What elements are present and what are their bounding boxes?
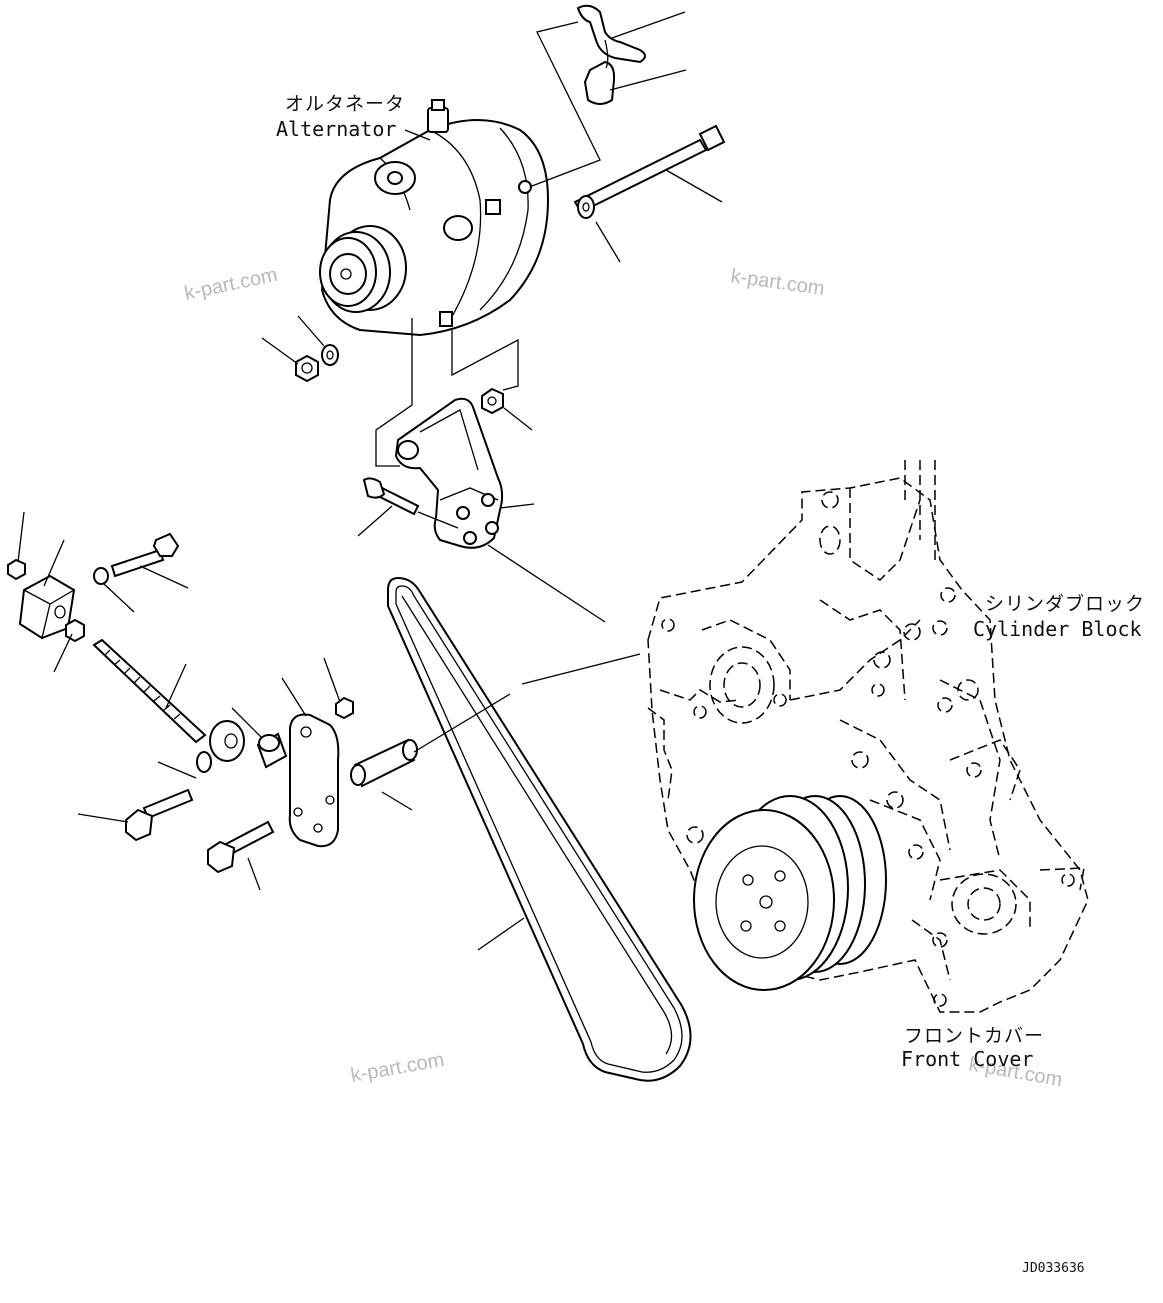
- adjusting-rod: [92, 638, 245, 762]
- harness-connector: [576, 4, 646, 105]
- washer: [196, 751, 212, 773]
- harness-bracket-line: [531, 21, 601, 187]
- alignment-line: [521, 653, 641, 685]
- alternator-label-jp: オルタネータ: [285, 93, 405, 115]
- crankshaft-pulley: [693, 795, 887, 991]
- watermark: k-part.com: [729, 265, 826, 300]
- cylinder-block-label-en: Cylinder Block: [973, 617, 1142, 641]
- alignment-line: [451, 330, 519, 391]
- alternator-long-bolt: [573, 124, 726, 214]
- nut: [335, 696, 354, 720]
- washer: [321, 344, 339, 366]
- alternator-label-en: Alternator: [276, 117, 396, 141]
- drawing-code: JD033636: [1022, 1261, 1085, 1276]
- spacer-tube: [350, 738, 418, 788]
- pivot-bolt: [207, 820, 275, 874]
- cylinder-block-label-jp: シリンダブロック: [985, 592, 1145, 615]
- washer: [93, 567, 109, 585]
- adjusting-plate: [288, 713, 340, 848]
- v-belt: [387, 576, 692, 1082]
- alignment-line: [375, 318, 413, 467]
- nut: [481, 387, 504, 415]
- alignment-line: [487, 544, 606, 623]
- pivot-bolt: [125, 788, 194, 842]
- adjuster-bolt: [110, 532, 180, 578]
- nut: [295, 354, 319, 383]
- alternator-bracket: [394, 397, 504, 549]
- watermark: k-part.com: [182, 264, 279, 305]
- washer: [577, 195, 595, 219]
- bracket-bolt: [362, 477, 420, 516]
- nut: [65, 618, 85, 643]
- collar: [256, 732, 288, 769]
- alignment-line: [413, 693, 511, 753]
- front-cover-label-jp: フロントカバー: [904, 1025, 1044, 1047]
- front-cover-label-en: Front Cover: [901, 1047, 1033, 1071]
- adjuster-block: [18, 574, 76, 640]
- alignment-line: [417, 511, 459, 529]
- watermark: k-part.com: [349, 1049, 446, 1087]
- nut: [7, 558, 26, 581]
- front-cover: [647, 460, 1089, 1013]
- alternator: [319, 99, 550, 337]
- leader-lines: [17, 11, 723, 951]
